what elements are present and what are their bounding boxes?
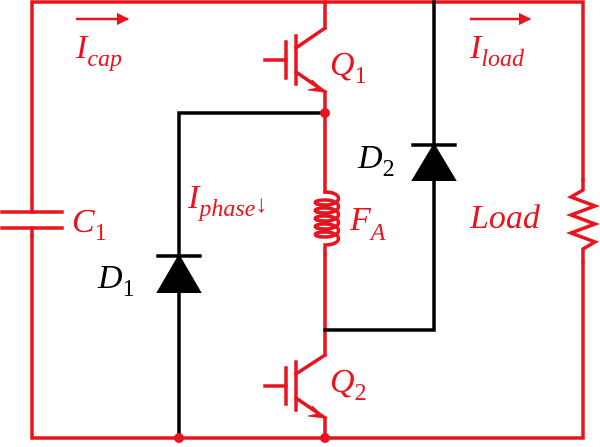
load-resistor-symbol <box>566 178 600 264</box>
c1-label: C1 <box>72 203 107 246</box>
q1-label: Q1 <box>330 46 367 89</box>
load-label: Load <box>469 199 541 236</box>
top-wire <box>30 0 585 202</box>
d1-label: D1 <box>97 259 135 302</box>
i-phase-arrow-icon: ↓ <box>255 192 267 218</box>
fa-label: FA <box>349 201 386 246</box>
diode-d1-path <box>156 111 327 440</box>
bottom-wire <box>30 234 585 440</box>
inductor-fa-symbol <box>313 190 341 256</box>
q2-label: Q2 <box>330 363 367 406</box>
capacitor-c1-symbol <box>0 198 64 238</box>
i-phase-label: Iphase↓ <box>187 179 267 222</box>
diode-d2-path <box>323 0 457 332</box>
transistor-q1-symbol <box>263 25 328 95</box>
d2-label: D2 <box>357 139 395 182</box>
transistor-q2-symbol <box>263 352 328 421</box>
junction-dots <box>174 108 330 443</box>
i-cap-label: Icap <box>75 29 122 72</box>
i-load-label: Iload <box>469 29 525 72</box>
